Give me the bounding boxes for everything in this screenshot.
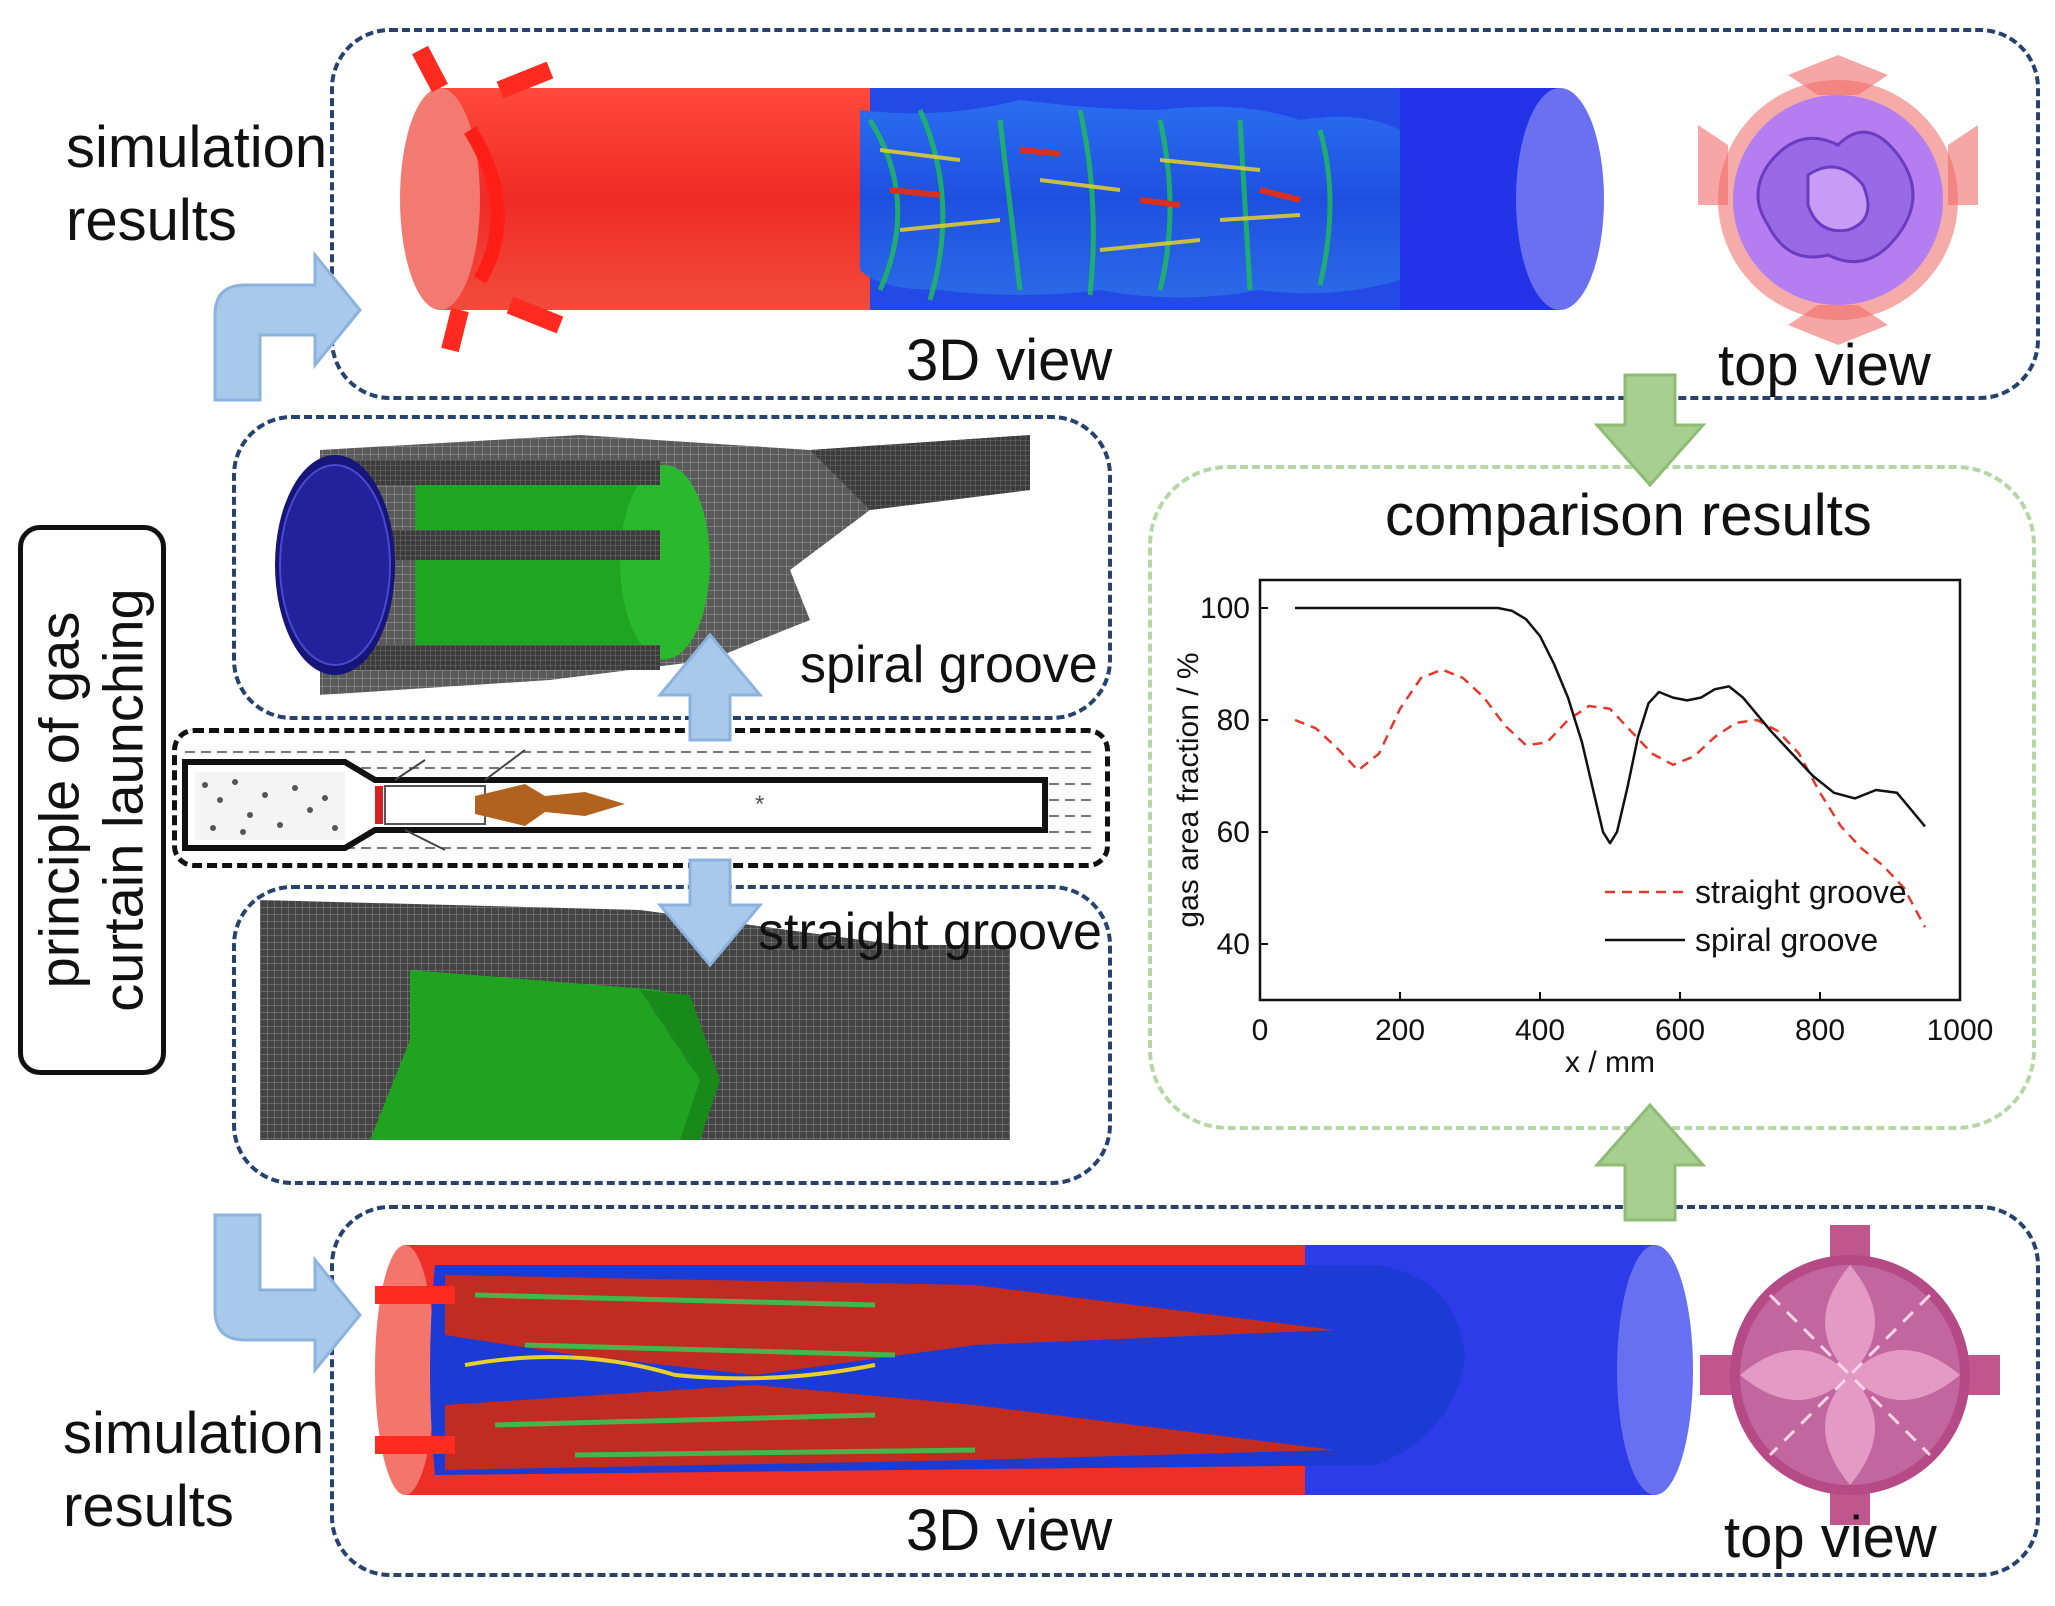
svg-text:*: * bbox=[755, 791, 764, 818]
principle-label: principle of gas curtain launching bbox=[27, 588, 155, 1012]
spiral-groove-mesh-panel bbox=[232, 415, 1112, 720]
straight-top-view-render bbox=[1700, 1225, 2000, 1525]
spiral-3d-view-render bbox=[400, 45, 1604, 353]
principle-label-box: principle of gas curtain launching bbox=[18, 525, 166, 1075]
flow-arrow-bottom-left bbox=[213, 1213, 362, 1375]
gas-fraction-chart: 0 200 400 600 800 1000 40 60 80 100 straight groo… bbox=[1172, 578, 1994, 1079]
simulation-results-label-top: simulation results bbox=[66, 115, 328, 253]
comparison-results-label: comparison results bbox=[1385, 483, 1872, 548]
comparison-panel bbox=[1148, 465, 2036, 1130]
chart-x-tick-label: 1000 bbox=[1927, 1014, 1994, 1047]
chart-x-tick-label: 0 bbox=[1252, 1014, 1269, 1047]
straight-groove-mesh-render bbox=[260, 900, 1010, 1140]
chart-y-tick-label: 60 bbox=[1217, 816, 1250, 849]
chart-plot-frame bbox=[1258, 578, 1962, 1002]
top-view-label-top: top view bbox=[1718, 333, 1931, 398]
chart-legend-label: straight groove bbox=[1695, 874, 1907, 910]
chart-x-tick-label: 800 bbox=[1795, 1014, 1845, 1047]
chart-y-tick-label: 80 bbox=[1217, 704, 1250, 737]
top-simulation-panel bbox=[330, 28, 2040, 400]
chart-x-axis-label: x / mm bbox=[1565, 1046, 1655, 1079]
chart-legend-label: spiral groove bbox=[1695, 922, 1878, 958]
chart-y-tick-label: 100 bbox=[1200, 592, 1250, 625]
flow-arrow-double-vertical bbox=[656, 632, 764, 968]
chart-y-axis-label: gas area fraction / % bbox=[1172, 652, 1205, 927]
straight-groove-mesh-panel bbox=[232, 885, 1112, 1185]
chart-series-line-1 bbox=[1294, 668, 1927, 928]
chart-y-tick-label: 40 bbox=[1217, 928, 1250, 961]
straight-groove-label: straight groove bbox=[758, 903, 1102, 961]
spiral-groove-mesh-render bbox=[275, 435, 1030, 695]
spiral-groove-label: spiral groove bbox=[800, 636, 1098, 694]
chart-x-tick-label: 200 bbox=[1375, 1014, 1425, 1047]
3d-view-label-bottom: 3D view bbox=[906, 1498, 1113, 1563]
flow-arrow-top-left bbox=[213, 250, 362, 402]
3d-view-label-top: 3D view bbox=[906, 328, 1113, 393]
bottom-simulation-panel bbox=[330, 1205, 2040, 1577]
spiral-top-view-render bbox=[1698, 55, 1978, 345]
principle-schematic-panel bbox=[172, 728, 1110, 868]
chart-series-line-2 bbox=[1295, 606, 1926, 845]
flow-arrow-down-green bbox=[1593, 373, 1707, 488]
top-view-label-bottom: top view bbox=[1724, 1505, 1937, 1570]
chart-x-tick-label: 600 bbox=[1655, 1014, 1705, 1047]
flow-arrow-up-green bbox=[1593, 1102, 1707, 1222]
gas-curtain-schematic: * bbox=[182, 749, 1095, 851]
chart-x-tick-label: 400 bbox=[1515, 1014, 1565, 1047]
simulation-results-label-bottom: simulation results bbox=[63, 1401, 325, 1539]
straight-3d-view-render bbox=[375, 1245, 1693, 1495]
